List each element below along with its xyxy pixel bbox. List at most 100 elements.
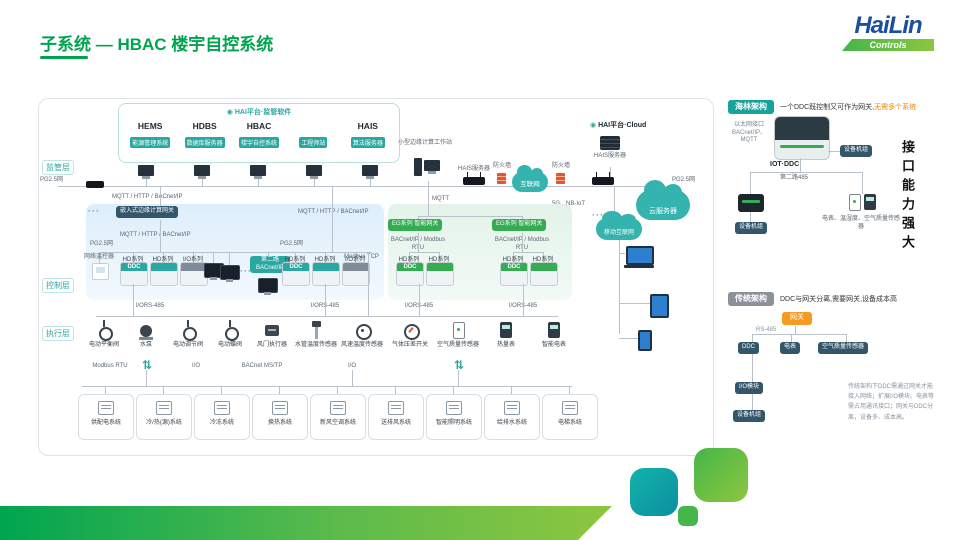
connector (428, 181, 429, 186)
connector (370, 179, 371, 186)
connector (355, 252, 356, 262)
hailin-desc-highlight: 无需多个系统 (874, 104, 917, 111)
edge-workstation-tower-icon (414, 158, 422, 176)
connector (325, 284, 326, 316)
hai-cloud-icon: ◉ (590, 122, 597, 129)
device-band (427, 263, 453, 271)
connector (828, 151, 840, 152)
connector (368, 252, 369, 316)
exec-device-label: 风速温度传感器 (340, 342, 383, 348)
connector (229, 252, 230, 265)
io-module-badge: I/O模块 (735, 382, 764, 394)
workstation-monitor-icon (362, 165, 378, 179)
connector (513, 252, 543, 253)
protocol-label: PG2.5网 (280, 241, 304, 247)
second-485-label: 第二路485 (780, 175, 809, 181)
router-icon (463, 172, 485, 185)
page-title: 子系统 — HBAC 楼宇自控系统 (40, 35, 274, 54)
ethernet-note: 以太网接口 BACnet/IP、MQTT (731, 122, 766, 143)
router-icon (592, 172, 614, 185)
tablet-icon (650, 294, 669, 318)
connector (325, 252, 326, 262)
connector (279, 386, 280, 394)
second-bus-badge: 第二路 BACnet/IP (250, 256, 290, 273)
connector (133, 252, 134, 262)
system-box-water: 给排水系统 (484, 394, 540, 440)
firewall-label: 防火墙 (551, 163, 570, 169)
connector (619, 303, 650, 304)
connector (202, 179, 203, 186)
hailin-arch-desc: 一个DDC既控制又可作为网关,无需多个系统 (780, 104, 916, 113)
connector (511, 386, 512, 394)
platform-header: ◉ HAI平台·监管软件 (119, 107, 399, 117)
systems-bus-line (82, 386, 572, 387)
cloud-server-label: 云服务器 (649, 208, 677, 215)
ellipsis: ··· (592, 210, 604, 220)
hai-platform-box: ◉ HAI平台·监管软件 HEMS 能源管理系统 HDBS 数据库服务器 HBA… (118, 103, 400, 163)
heat-meter-icon (498, 320, 514, 340)
protocol-label: BACnet/IP / Modbus RTU (494, 237, 550, 251)
system-box-heat-exchange: 换热系统 (252, 394, 308, 440)
brand-name: HaiLin (854, 12, 922, 39)
layer-tab-supervision: 监管层 (42, 160, 74, 175)
control-bus-line (100, 252, 372, 253)
protocol-label: MQTT / HTTP / BACnet/IP (112, 194, 183, 200)
ddc-controller-device: DDC (282, 262, 310, 286)
ddc-controller-device (530, 262, 558, 286)
item-badge: 数据库服务器 (184, 137, 225, 148)
workstation-monitor-icon (306, 165, 322, 179)
system-icon (330, 401, 346, 415)
ddc-stripe (780, 145, 824, 148)
protocol-label: BACnet/IP / Modbus RTU (390, 237, 446, 251)
system-icon (446, 401, 462, 415)
traditional-note: 传统架构下DDC需通过网关才能接入网络；扩展I/O模块、电表等需占用通讯接口；网… (848, 384, 935, 421)
bottom-green-bar (0, 506, 612, 540)
system-box-power: 供配电系统 (78, 394, 134, 440)
internet-cloud: 互联网 (512, 165, 548, 192)
internet-label: 互联网 (520, 181, 540, 188)
butterfly-valve-icon (222, 320, 239, 341)
system-label: 换热系统 (267, 420, 292, 426)
gateway-badge: 网关 (782, 312, 812, 325)
platform-item-hbac: HBAC 楼宇自控系统 (232, 121, 286, 150)
connector (160, 220, 161, 252)
connector (332, 186, 333, 252)
bus-label: I/ORS-485 (135, 303, 165, 309)
ddc-band: DDC (501, 263, 527, 271)
device-series-label: HD系列 (122, 257, 144, 263)
laptop-icon (624, 246, 654, 268)
connector (619, 240, 620, 334)
deco-green-square (694, 448, 748, 502)
ddc-controller-device: DDC (500, 262, 528, 286)
connector (569, 386, 570, 394)
device-series-label: I/O系列 (344, 257, 365, 263)
workstation-monitor-icon (138, 165, 154, 179)
hailin-arch-badge: 海林架构 (728, 100, 774, 114)
pipe-temp-sensor-icon (308, 320, 324, 340)
brand-logo: HaiLin Controls (842, 14, 934, 51)
switch-icon (86, 181, 104, 188)
system-box-ventilation: 送排风系统 (368, 394, 424, 440)
exec-device-label: 电动平衡阀 (88, 342, 119, 348)
connector (752, 334, 753, 342)
platform-item-hems: HEMS 能源管理系统 (123, 121, 177, 150)
protocol-label: BACnet MS/TP (241, 363, 283, 369)
connector (163, 386, 164, 394)
connector (614, 187, 615, 218)
connector (543, 252, 544, 262)
execution-bus-line (96, 316, 558, 317)
firewall-icon (497, 173, 506, 184)
hais-server-label: HAIS服务器 (593, 153, 626, 159)
system-label: 冷/热(源)系统 (146, 420, 182, 426)
connector (458, 370, 459, 386)
connector (750, 172, 751, 194)
traditional-arch-badge: 传统架构 (728, 292, 774, 306)
system-label: 新风空调系统 (319, 420, 356, 426)
device-band (151, 263, 177, 271)
connector (418, 216, 419, 220)
iot-ddc-label: IOT·DDC (770, 161, 800, 168)
exec-device-label: 空气质量传感器 (436, 342, 479, 348)
connector (513, 252, 514, 262)
system-box-source: 冷/热(源)系统 (136, 394, 192, 440)
